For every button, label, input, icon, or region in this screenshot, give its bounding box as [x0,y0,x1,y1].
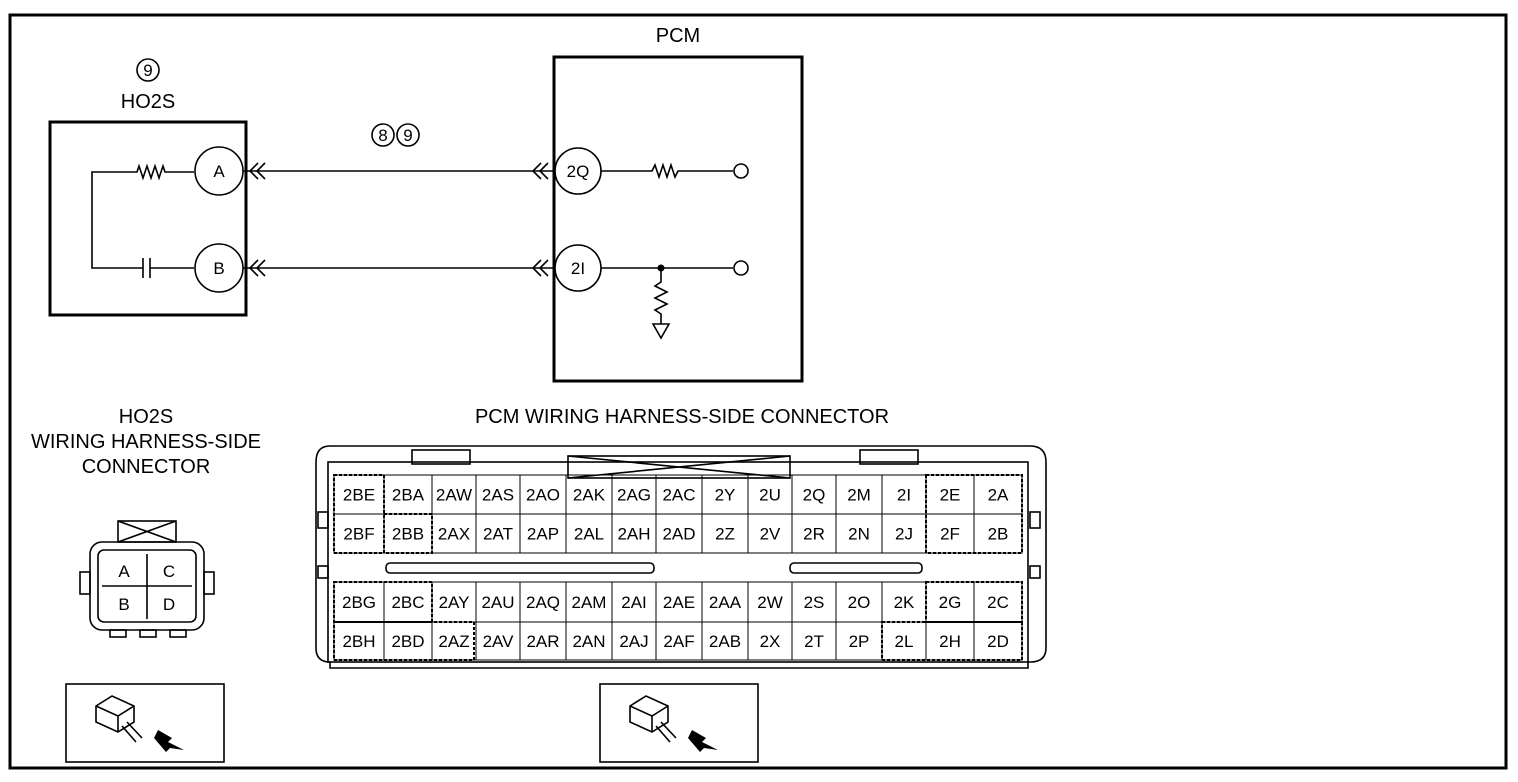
ho2s-connector-title-line1: HO2S [119,406,173,428]
connector-view-icon [65,683,225,763]
pcm-pin-label: 2J [895,525,913,544]
pcm-terminal-2i: 2I [554,244,602,292]
pcm-pin-label: 2V [760,525,781,544]
pcm-connector-title: PCM WIRING HARNESS-SIDE CONNECTOR [475,406,889,428]
pcm-pin-label: 2BG [342,593,376,612]
pcm-pin-label: 2A [988,486,1009,505]
diagram-frame [8,13,1508,770]
ho2s-terminal-a: A [194,146,244,196]
pcm-pin-label: 2W [757,593,783,612]
pcm-pin-label: 2F [940,525,960,544]
ho2s-connector: A C B D [79,520,215,638]
pcm-box [552,55,804,383]
wire-label: 8 9 [371,123,420,147]
pcm-pin-label: 2G [939,593,962,612]
ho2s-box [48,120,248,317]
pcm-pin-label: 2Y [715,486,736,505]
pcm-pin-label: 2AZ [438,632,469,651]
pcm-pin-label: 2I [897,486,911,505]
svg-text:8: 8 [378,126,387,145]
pcm-pin-label: 2D [987,632,1009,651]
pcm-pin-label: 2N [848,525,870,544]
pcm-pin-label: 2AK [573,486,606,505]
svg-text:A: A [213,162,225,181]
pcm-pin-label: 2AX [438,525,470,544]
pcm-pin-label: 2AA [709,593,742,612]
harness-wires [243,162,555,277]
pcm-pin-label: 2O [848,593,871,612]
pcm-pin-label: 2AW [436,486,472,505]
pcm-connector-body [315,445,1047,669]
ho2s-circled-number: 9 [136,58,160,82]
pcm-pin-label: 2AD [662,525,695,544]
pcm-internal-circuit [601,162,749,340]
pcm-pin-label: 2AG [617,486,651,505]
pcm-pin-label: 2BH [342,632,375,651]
ho2s-connector-title-line3: CONNECTOR [82,456,211,478]
pcm-pin-label: 2BA [392,486,425,505]
pcm-pin-label: 2R [803,525,825,544]
svg-text:9: 9 [143,61,152,80]
ho2s-title: HO2S [121,91,175,113]
ho2s-internal-circuit [91,163,194,278]
pcm-pin-label: 2AR [526,632,559,651]
pcm-pin-label: 2BC [391,593,424,612]
pcm-pin-label: 2AE [663,593,695,612]
pcm-pin-label: 2AI [621,593,647,612]
pcm-pin-label: 2AJ [619,632,648,651]
pcm-pin-label: 2Q [803,486,826,505]
pcm-pin-label: 2AP [527,525,559,544]
ho2s-terminal-b: B [194,243,244,293]
pcm-pin-label: 2C [987,593,1009,612]
pcm-pin-label: 2BF [343,525,374,544]
pcm-pin-label: 2BE [343,486,375,505]
pcm-pin-label: 2AL [574,525,604,544]
pcm-pin-label: 2AY [439,593,470,612]
ho2s-pin-a: A [118,562,130,581]
svg-text:9: 9 [403,126,412,145]
pcm-pin-label: 2AB [709,632,741,651]
pcm-pin-label: 2AQ [526,593,560,612]
pcm-pin-label: 2K [894,593,915,612]
pcm-pin-label: 2P [849,632,870,651]
ho2s-pin-b: B [118,595,129,614]
pcm-pin-label: 2BB [392,525,424,544]
pcm-pin-label: 2AT [483,525,513,544]
pcm-pin-label: 2AN [572,632,605,651]
ho2s-pin-c: C [163,562,175,581]
pcm-pin-label: 2H [939,632,961,651]
svg-text:B: B [213,259,224,278]
pcm-pin-label: 2AM [572,593,607,612]
pcm-terminal-2q: 2Q [554,147,602,195]
pcm-pin-label: 2U [759,486,781,505]
ho2s-pin-d: D [163,595,175,614]
pcm-pin-label: 2AF [663,632,694,651]
pcm-connector-grid: 2BE 2BA 2AW 2AS 2AO 2AK 2AG 2AC 2Y 2U 2Q 2M 2I 2E 2A 2B… [333,474,1023,661]
pcm-pin-label: 2AC [662,486,695,505]
connector-view-icon [599,683,759,763]
pcm-pin-label: 2AV [483,632,515,651]
pcm-connector-hatched-blocks [333,474,1023,661]
ho2s-connector-title-line2: WIRING HARNESS-SIDE [31,431,261,453]
svg-text:2Q: 2Q [567,162,590,181]
pcm-title: PCM [656,25,700,47]
pcm-pin-label: 2B [988,525,1009,544]
pcm-pin-label: 2L [895,632,914,651]
pcm-pin-label: 2S [804,593,825,612]
pcm-pin-label: 2T [804,632,824,651]
pcm-pin-label: 2AH [617,525,650,544]
pcm-pin-label: 2X [760,632,781,651]
svg-text:2I: 2I [571,259,585,278]
pcm-pin-label: 2AO [526,486,560,505]
pcm-pin-label: 2AU [481,593,514,612]
pcm-pin-label: 2BD [391,632,424,651]
pcm-pin-label: 2Z [715,525,735,544]
pcm-pin-label: 2M [847,486,871,505]
pcm-pin-label: 2AS [482,486,514,505]
pcm-pin-label: 2E [940,486,961,505]
